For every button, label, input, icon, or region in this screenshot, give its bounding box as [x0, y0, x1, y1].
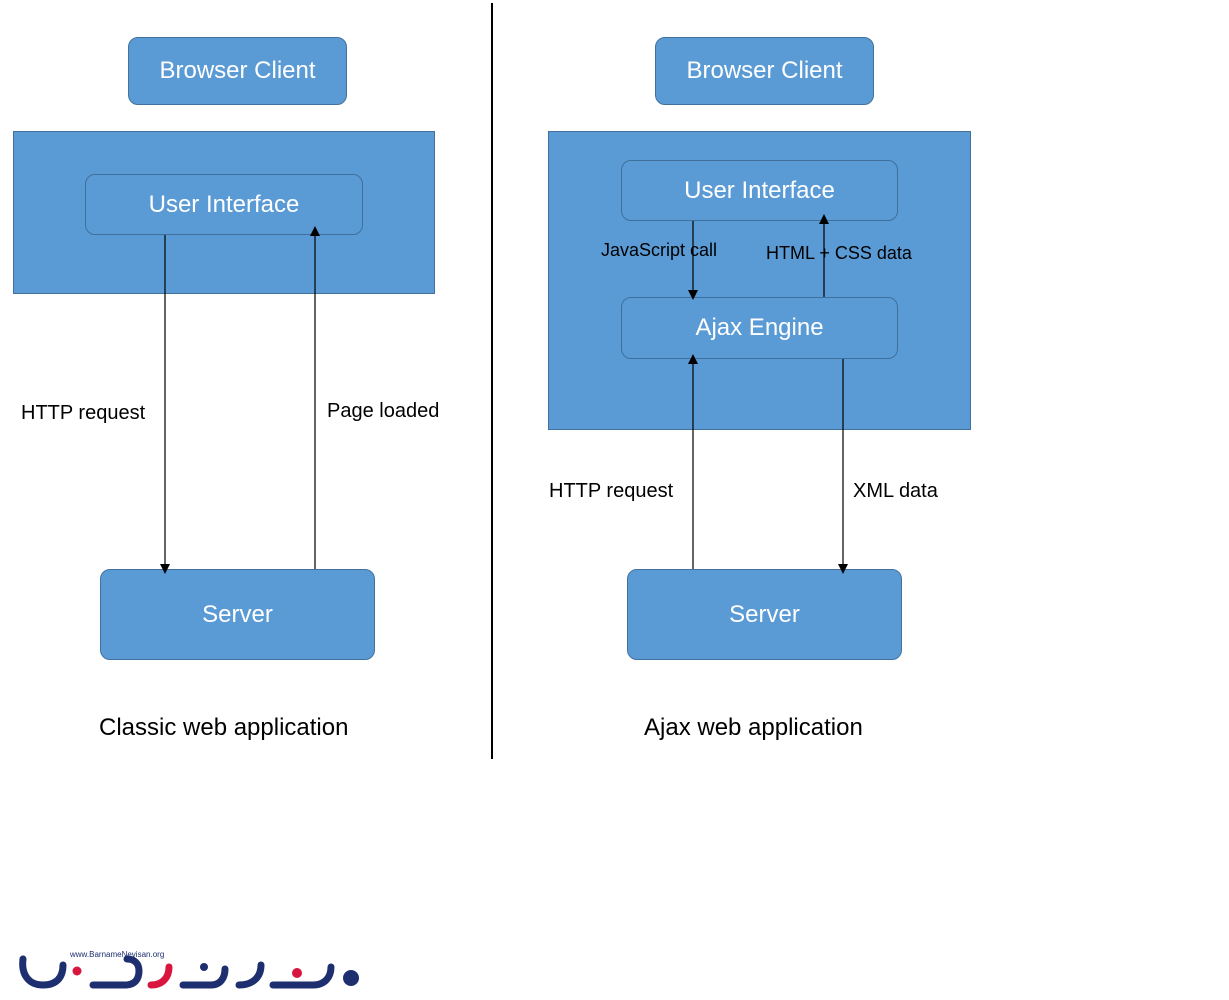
ajax-user-interface-label: User Interface	[684, 176, 835, 204]
ajax-user-interface: User Interface	[621, 160, 898, 221]
ajax-javascript-call-label: JavaScript call	[601, 240, 718, 260]
site-logo: www.BarnameNevisan.org	[13, 947, 365, 995]
ajax-xml-data-label: XML data	[853, 480, 938, 502]
ajax-engine: Ajax Engine	[621, 297, 898, 359]
classic-server: Server	[100, 569, 375, 660]
ajax-http-request-label: HTTP request	[549, 480, 674, 502]
classic-server-label: Server	[202, 600, 273, 628]
classic-page-loaded-label: Page loaded	[327, 400, 440, 422]
classic-browser-client-label: Browser Client	[159, 57, 316, 84]
ajax-html-css-label: HTML + CSS data	[766, 243, 912, 263]
classic-user-interface: User Interface	[85, 174, 363, 235]
ajax-caption: Ajax web application	[644, 714, 863, 741]
logo-url-text: www.BarnameNevisan.org	[70, 950, 165, 959]
ajax-server: Server	[627, 569, 902, 660]
ajax-engine-label: Ajax Engine	[695, 314, 824, 341]
classic-caption: Classic web application	[99, 714, 349, 741]
ajax-server-label: Server	[729, 600, 800, 628]
ajax-browser-client: Browser Client	[655, 37, 874, 105]
logo-mark	[19, 955, 359, 989]
divider-line	[491, 3, 493, 759]
ajax-browser-client-label: Browser Client	[686, 57, 843, 84]
classic-user-interface-label: User Interface	[148, 190, 300, 218]
classic-http-request-label: HTTP request	[21, 402, 146, 424]
classic-browser-client: Browser Client	[128, 37, 347, 105]
